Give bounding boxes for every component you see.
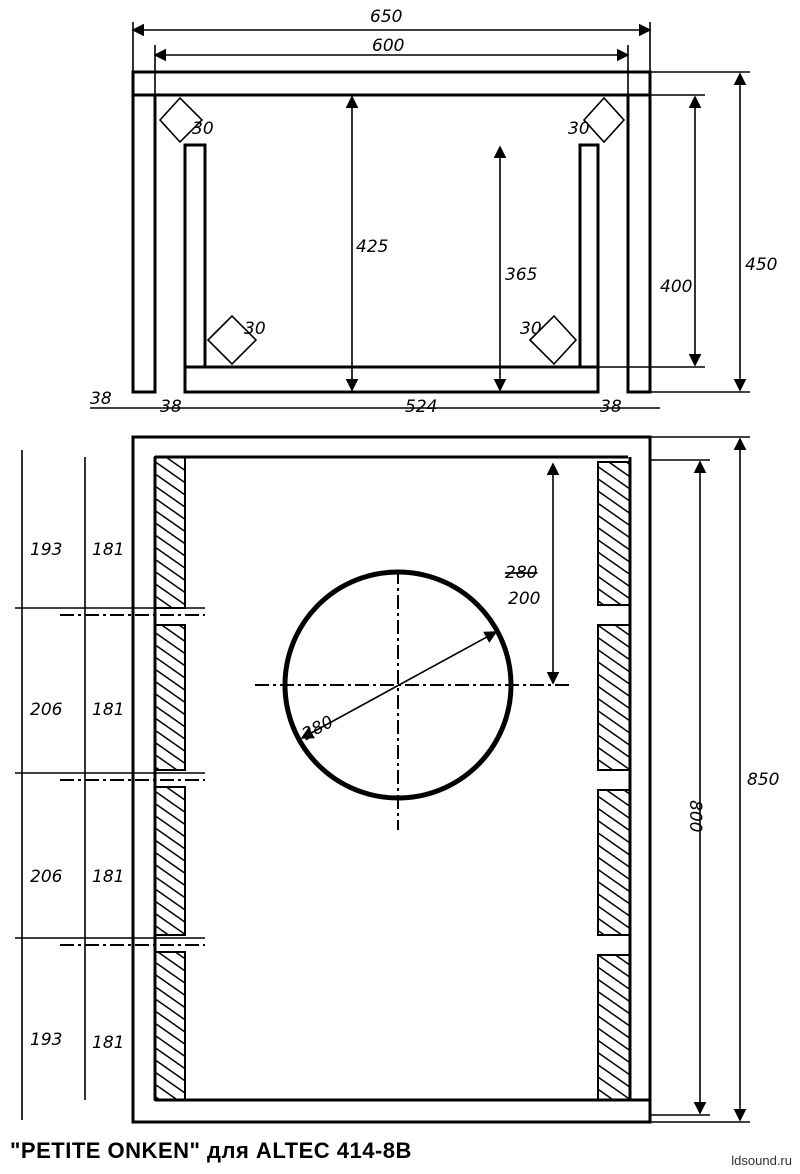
top-view: 30 30 30 30 650 600 425 365 400 450 38 3… (90, 7, 777, 417)
dim-depth-inner: 425 (356, 237, 388, 257)
dim-thickness: 38 (600, 397, 622, 417)
dim-cutout-offset: 200 (508, 589, 540, 609)
dim-height-outer: 450 (745, 255, 777, 275)
dim-cutout-offset-old: 280 (505, 563, 537, 583)
back-panel (183, 365, 600, 394)
dim-width-outer: 650 (370, 7, 402, 27)
dim-cutout-diameter: 280 (299, 712, 337, 745)
brace-label: 30 (192, 119, 214, 139)
dim-width-inner: 600 (372, 36, 404, 56)
brace-label: 30 (244, 319, 266, 339)
drawing-title: "PETITE ONKEN" для ALTEC 414-8B (10, 1138, 412, 1163)
brace-bottom-right (528, 314, 578, 366)
dim-left-outer: 206 (30, 700, 63, 720)
brace-label: 30 (568, 119, 590, 139)
brace-top-right (582, 96, 626, 144)
brace-bottom-left (206, 314, 258, 366)
dim-height-inner: 400 (660, 277, 692, 297)
dim-left-outer: 206 (30, 867, 63, 887)
front-view: 280 280 200 800 850 193 206 206 193 181 … (15, 435, 779, 1124)
brace-label: 30 (520, 319, 542, 339)
left-side-panel (131, 93, 157, 394)
dim-left-inner: 181 (92, 540, 124, 560)
watermark: ldsound.ru (731, 1153, 792, 1168)
dim-left-inner: 181 (92, 867, 124, 887)
dim-width-between: 524 (405, 397, 437, 417)
brace-top-left (158, 96, 204, 144)
right-side-panel (626, 93, 652, 394)
dim-left-inner: 181 (92, 700, 124, 720)
dim-height-inner: 800 (685, 800, 705, 832)
dim-port-depth: 365 (505, 265, 537, 285)
left-port-wall (183, 143, 207, 369)
dim-left-outer: 193 (30, 1030, 62, 1050)
dim-thickness: 38 (160, 397, 182, 417)
right-hatched-wall (597, 461, 631, 1101)
baffle-outline (131, 435, 652, 1124)
dim-left-outer: 193 (30, 540, 62, 560)
dim-left-inner: 181 (92, 1033, 124, 1053)
front-panel (131, 70, 652, 97)
left-hatched-wall (154, 456, 186, 1101)
dim-thickness: 38 (90, 389, 112, 409)
right-port-wall (578, 143, 600, 369)
left-dimension-chain: 193 206 206 193 181 181 181 181 (15, 450, 205, 1120)
dim-height-outer: 850 (747, 770, 779, 790)
